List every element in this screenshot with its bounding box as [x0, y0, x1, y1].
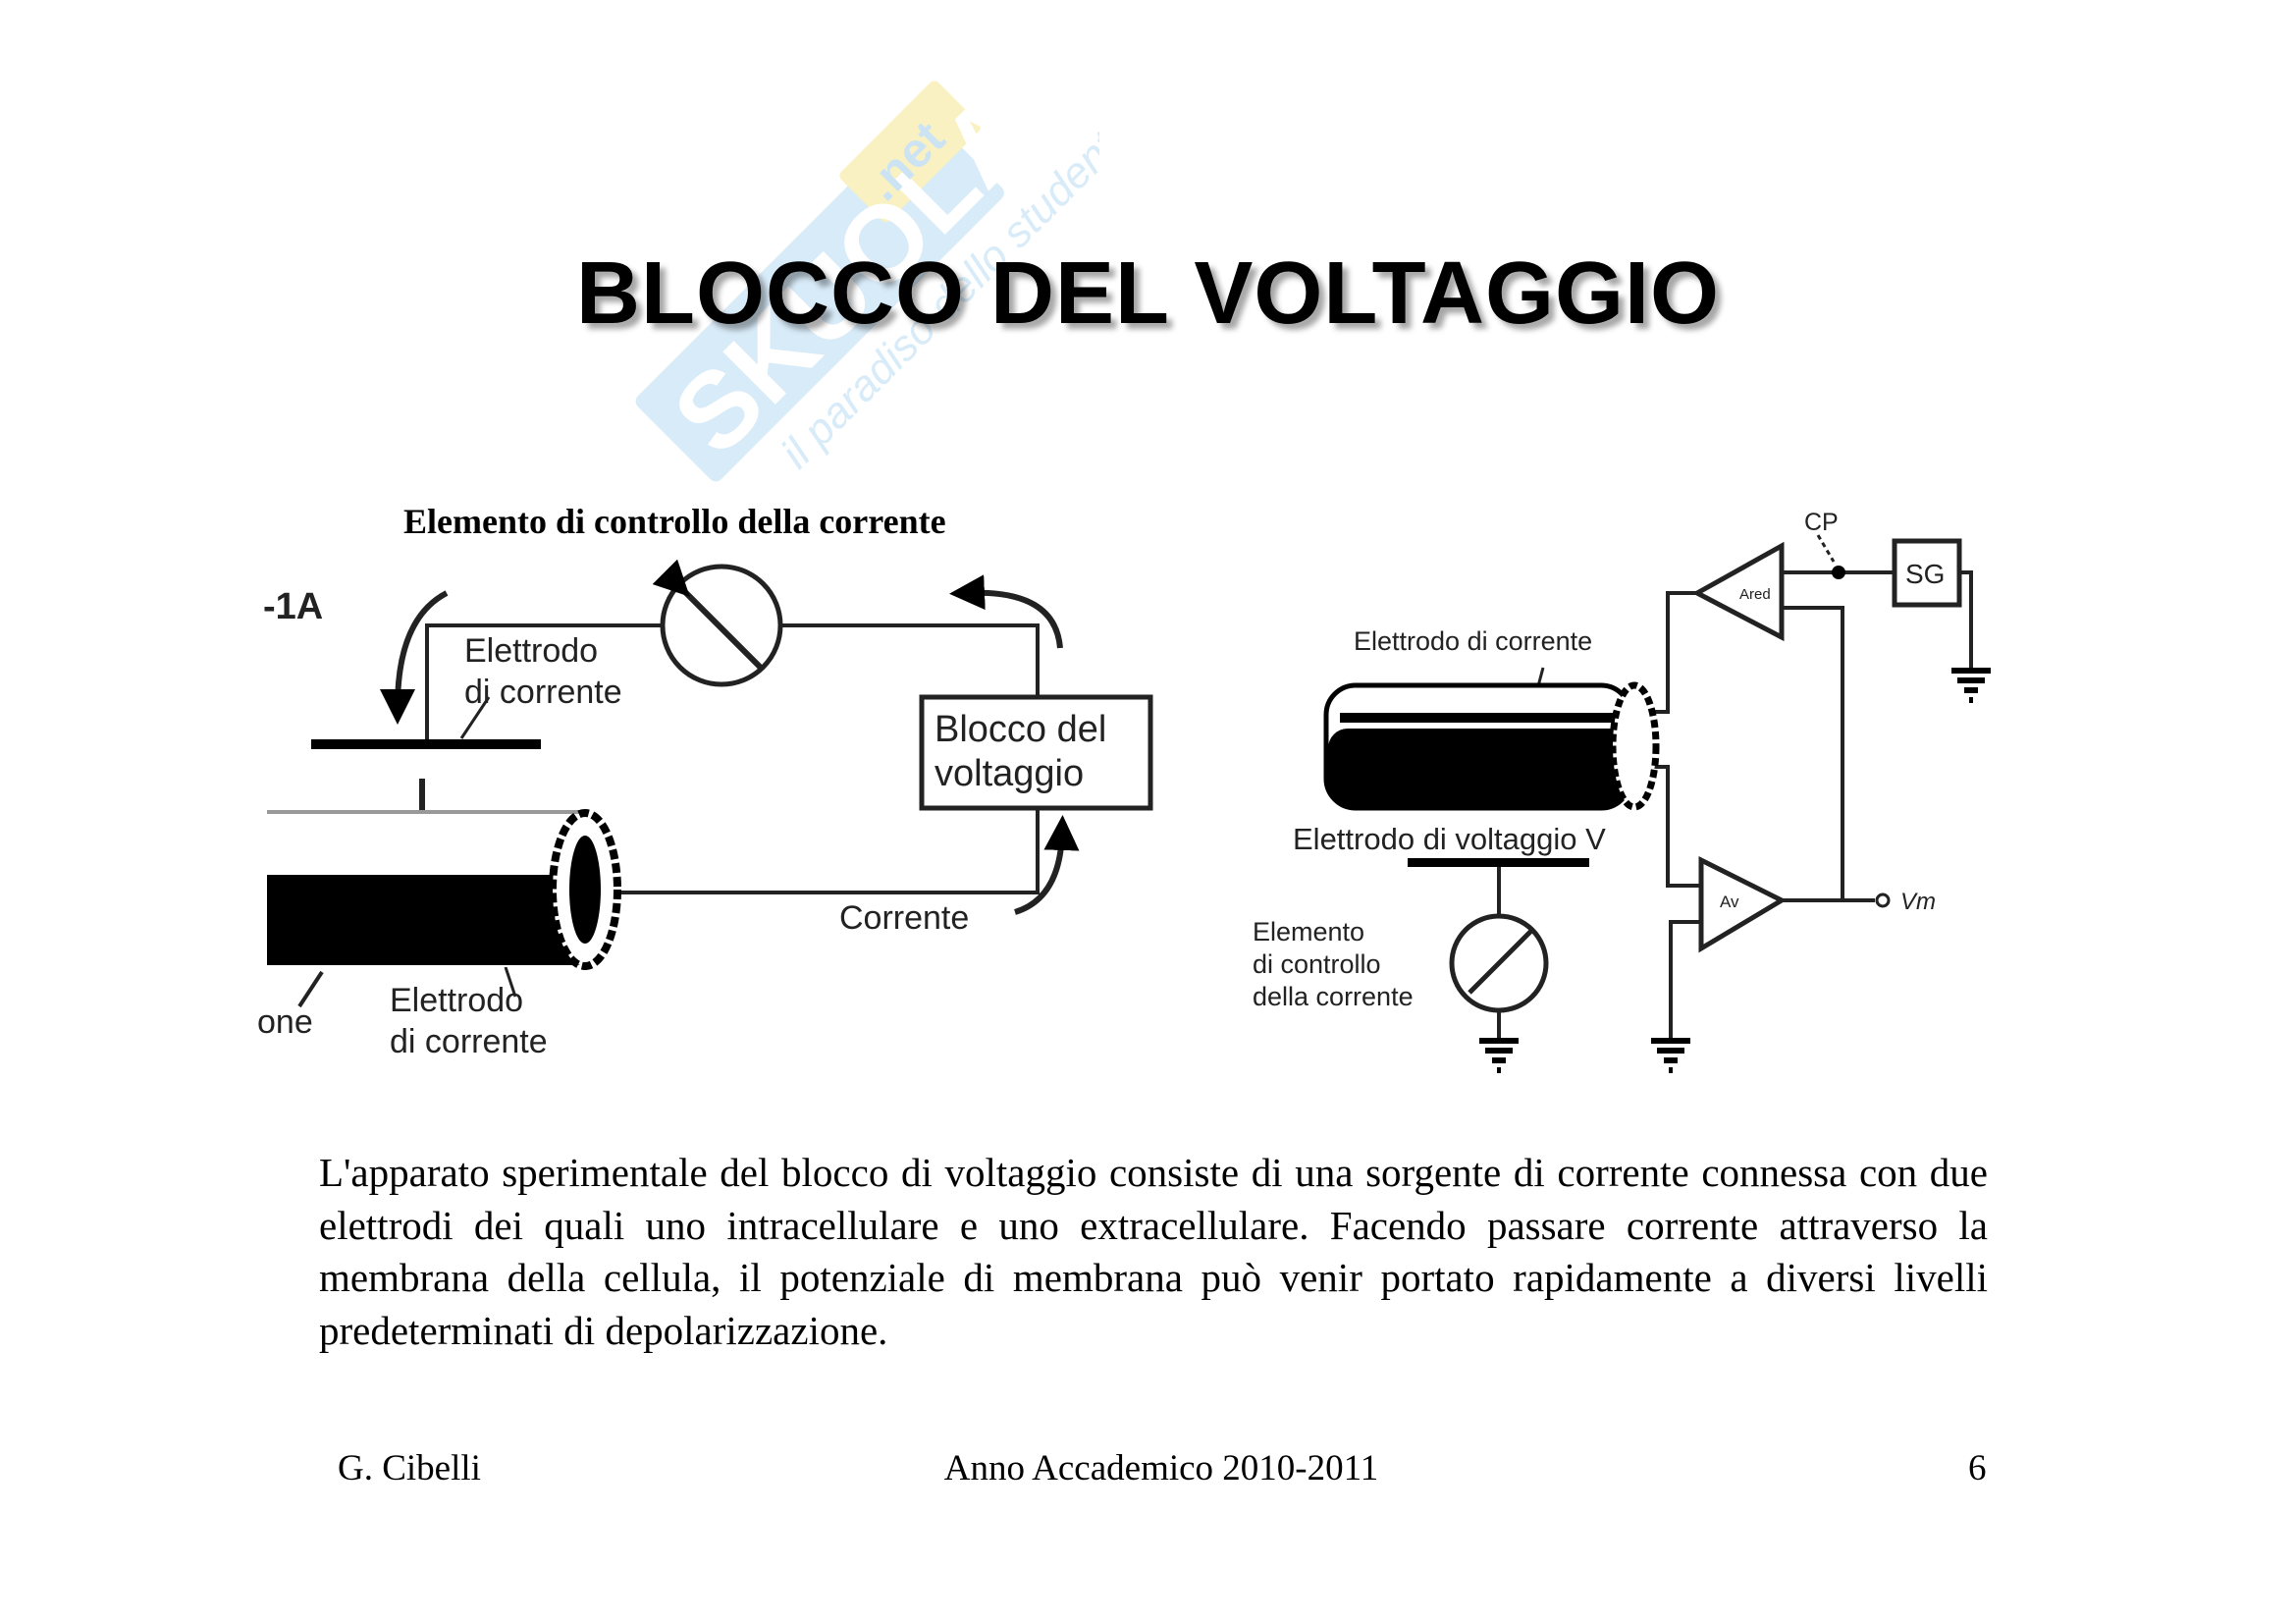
voltage-electrode-label: Elettrodo di voltaggio V [1293, 822, 1606, 856]
amplifier-bottom [1698, 855, 1788, 953]
current-electrode-label: Elettrodo di corrente [1354, 626, 1592, 656]
ammeter-icon [660, 564, 783, 687]
electrode-top-label-1: Elettrodo [464, 632, 598, 670]
current-electrode-bar [311, 739, 541, 749]
cp-node [1832, 566, 1845, 579]
watermark-logo: SKUOLA .net il paradiso dello studente [635, 69, 1099, 482]
wire-bottom [615, 808, 1040, 894]
output-terminal [1875, 893, 1891, 908]
footer-year: Anno Accademico 2010-2011 [943, 1448, 1379, 1488]
electrode-bottom-label-1: Elettrodo [390, 982, 523, 1019]
amplifier-top [1691, 541, 1785, 642]
box-label-1: Blocco del [934, 709, 1106, 750]
current-arrow-top-right [949, 574, 1063, 649]
footer-author: G. Cibelli [338, 1448, 481, 1488]
electrode-bottom-label-2: di corrente [390, 1023, 548, 1060]
sg-label: SG [1905, 559, 1945, 589]
control-element-label-2: di controllo [1253, 949, 1381, 979]
ground-icon [1479, 668, 1991, 1073]
voltage-electrode-bar [1408, 858, 1589, 867]
body-paragraph: L'apparato sperimentale del blocco di vo… [319, 1150, 1988, 1353]
wire-top [425, 623, 1040, 744]
signal-generator-box [1892, 538, 1962, 608]
current-arrow-bottom-right [1014, 815, 1080, 915]
voltage-clamp-box [919, 694, 1153, 811]
amp-top-label: Ared [1739, 586, 1771, 603]
partial-label: one [257, 1003, 313, 1041]
box-label-2: voltaggio [934, 753, 1084, 794]
page-number: 6 [1968, 1448, 1987, 1488]
electrode-top-label-2: di corrente [464, 674, 622, 711]
figure-label: -1A [263, 586, 323, 627]
amp-bottom-label: Av [1720, 893, 1739, 911]
current-label: Corrente [839, 899, 969, 937]
control-element-label-3: della corrente [1253, 982, 1414, 1011]
slide-title: BLOCCO DEL VOLTAGGIO [576, 244, 1720, 343]
control-element-label-1: Elemento [1253, 917, 1364, 947]
left-diagram-caption: Elemento di controllo della corrente [403, 502, 946, 541]
current-arrow-left [380, 590, 449, 725]
ammeter-icon [1449, 913, 1549, 1013]
cp-label: CP [1804, 509, 1839, 536]
output-label: Vm [1900, 889, 1936, 915]
